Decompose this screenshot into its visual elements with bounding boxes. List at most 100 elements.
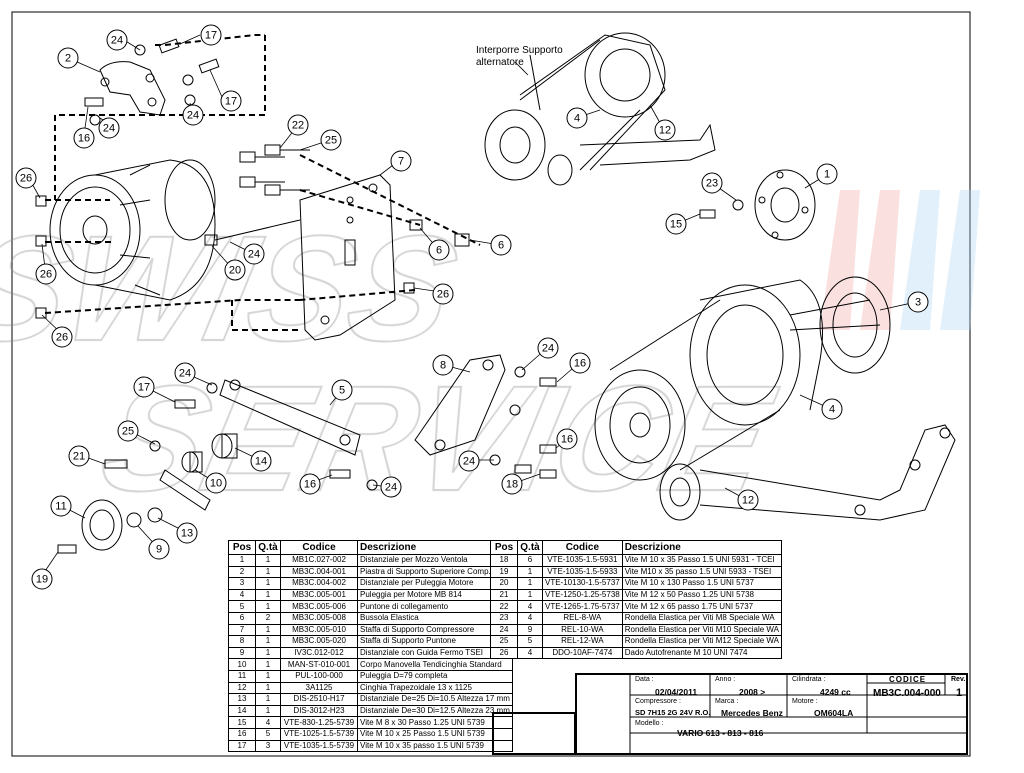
callout-12: 12 <box>654 119 676 141</box>
callout-number: 12 <box>742 495 754 507</box>
table-cell-code: DIS-2510-H17 <box>280 693 358 706</box>
sheet-border <box>11 11 971 757</box>
callout-17: 17 <box>220 90 242 112</box>
table-cell-qty: 1 <box>255 646 281 660</box>
callout-number: 2 <box>65 53 71 65</box>
table-cell-pos: 20 <box>490 577 518 590</box>
table-cell-description: Rondella Elastica per Viti M8 Speciale W… <box>621 611 783 625</box>
callout-number: 26 <box>437 289 449 301</box>
compressor-drawing <box>49 159 216 301</box>
callout-circle <box>243 243 265 265</box>
table-cell-code: MB1C.027-002 <box>280 554 358 567</box>
callout-26: 26 <box>432 283 454 305</box>
table-cell-qty: 6 <box>517 554 543 567</box>
table-cell-qty: 1 <box>517 565 543 579</box>
bolts-upper <box>35 38 470 319</box>
callout-circle <box>380 476 402 498</box>
table-cell-description: Distanziale De=30 Di=12.5 Altezza 23 mm <box>357 704 513 718</box>
inset-belt-assembly <box>484 32 716 186</box>
table-cell-qty: 4 <box>255 716 281 729</box>
spacer-3 <box>789 276 891 374</box>
table-cell-pos: 8 <box>228 635 256 648</box>
callout-11: 11 <box>50 495 72 517</box>
callout-24: 24 <box>106 29 128 51</box>
annotation-line2: alternatore <box>476 57 524 68</box>
table-cell-qty: 9 <box>517 623 543 637</box>
table-cell-description: Vite M 8 x 30 Passo 1.25 UNI 5739 <box>357 716 513 729</box>
callout-number: 24 <box>385 482 397 494</box>
table-cell-description: Vite M 10 x 130 Passo 1.5 UNI 5737 <box>621 577 783 590</box>
callout-20: 20 <box>224 259 246 281</box>
callout-circle <box>458 450 480 472</box>
callout-number: 16 <box>78 133 90 145</box>
table-cell-pos: 7 <box>228 623 256 637</box>
table-cell-code: VTE-1035-1.5-5933 <box>542 565 623 579</box>
brand-label: Marca : <box>715 698 739 705</box>
engine-label: Motore : <box>792 698 818 705</box>
table-cell-qty: 1 <box>255 588 281 602</box>
table-cell-description: Puleggia D=79 completa <box>357 669 513 683</box>
callout-25: 25 <box>320 129 342 151</box>
table-cell-qty: 5 <box>255 727 281 741</box>
callout-circle <box>432 354 454 376</box>
callout-number: 16 <box>574 358 586 370</box>
callout-circle <box>200 24 222 46</box>
table-cell-qty: 2 <box>255 611 281 625</box>
callout-number: 24 <box>103 123 115 135</box>
table-cell-qty: 4 <box>517 611 543 625</box>
table-cell-description: Corpo Manovella Tendicinghia Standard <box>357 658 513 671</box>
callout-22: 22 <box>287 114 309 136</box>
callout-circle <box>566 107 588 129</box>
callout-number: 4 <box>574 113 580 125</box>
callout-circle <box>501 473 523 495</box>
table-cell-pos: 12 <box>228 681 256 695</box>
table-cell-description: Vite M 10 x 35 passo 1.5 UNI 5739 <box>357 739 513 753</box>
table-cell-pos: 5 <box>228 600 256 613</box>
table-cell-code: REL-10-WA <box>542 623 623 637</box>
table-cell-code: MB3C.005-020 <box>280 635 358 648</box>
callout-circle <box>98 117 120 139</box>
rev-value: 1 <box>956 687 963 699</box>
callout-14: 14 <box>250 450 272 472</box>
callout-circle <box>737 489 759 511</box>
callout-number: 20 <box>229 265 241 277</box>
model-value: VARIO 613 - 813 - 816 <box>677 728 764 738</box>
bracket-7 <box>299 174 396 341</box>
table-cell-qty: 1 <box>255 704 281 718</box>
callout-circle <box>390 150 412 172</box>
callout-circle <box>665 213 687 235</box>
callout-25: 25 <box>117 420 139 442</box>
table-cell-pos: 6 <box>228 611 256 625</box>
table-cell-code: MAN-ST-010-001 <box>280 658 358 671</box>
callout-number: 25 <box>325 135 337 147</box>
callout-circle <box>287 114 309 136</box>
hub-1 <box>699 169 816 241</box>
callout-12: 12 <box>737 489 759 511</box>
callout-number: 8 <box>440 360 446 372</box>
watermark-text-line1: SWISS <box>0 206 470 373</box>
callout-circle <box>224 259 246 281</box>
callout-18: 18 <box>501 473 523 495</box>
watermark: SWISS SERVICE <box>0 190 980 524</box>
callout-2: 2 <box>57 47 79 69</box>
code-label: CODICE <box>889 675 927 684</box>
table-cell-qty: 1 <box>255 658 281 671</box>
callout-circle <box>250 450 272 472</box>
callout-circle <box>117 420 139 442</box>
callout-number: 24 <box>542 343 554 355</box>
table-cell-description: Vite M 12 x 50 Passo 1.25 UNI 5738 <box>621 588 783 602</box>
callout-circle <box>654 119 676 141</box>
code-value: MB3C.004-000 <box>873 688 941 699</box>
